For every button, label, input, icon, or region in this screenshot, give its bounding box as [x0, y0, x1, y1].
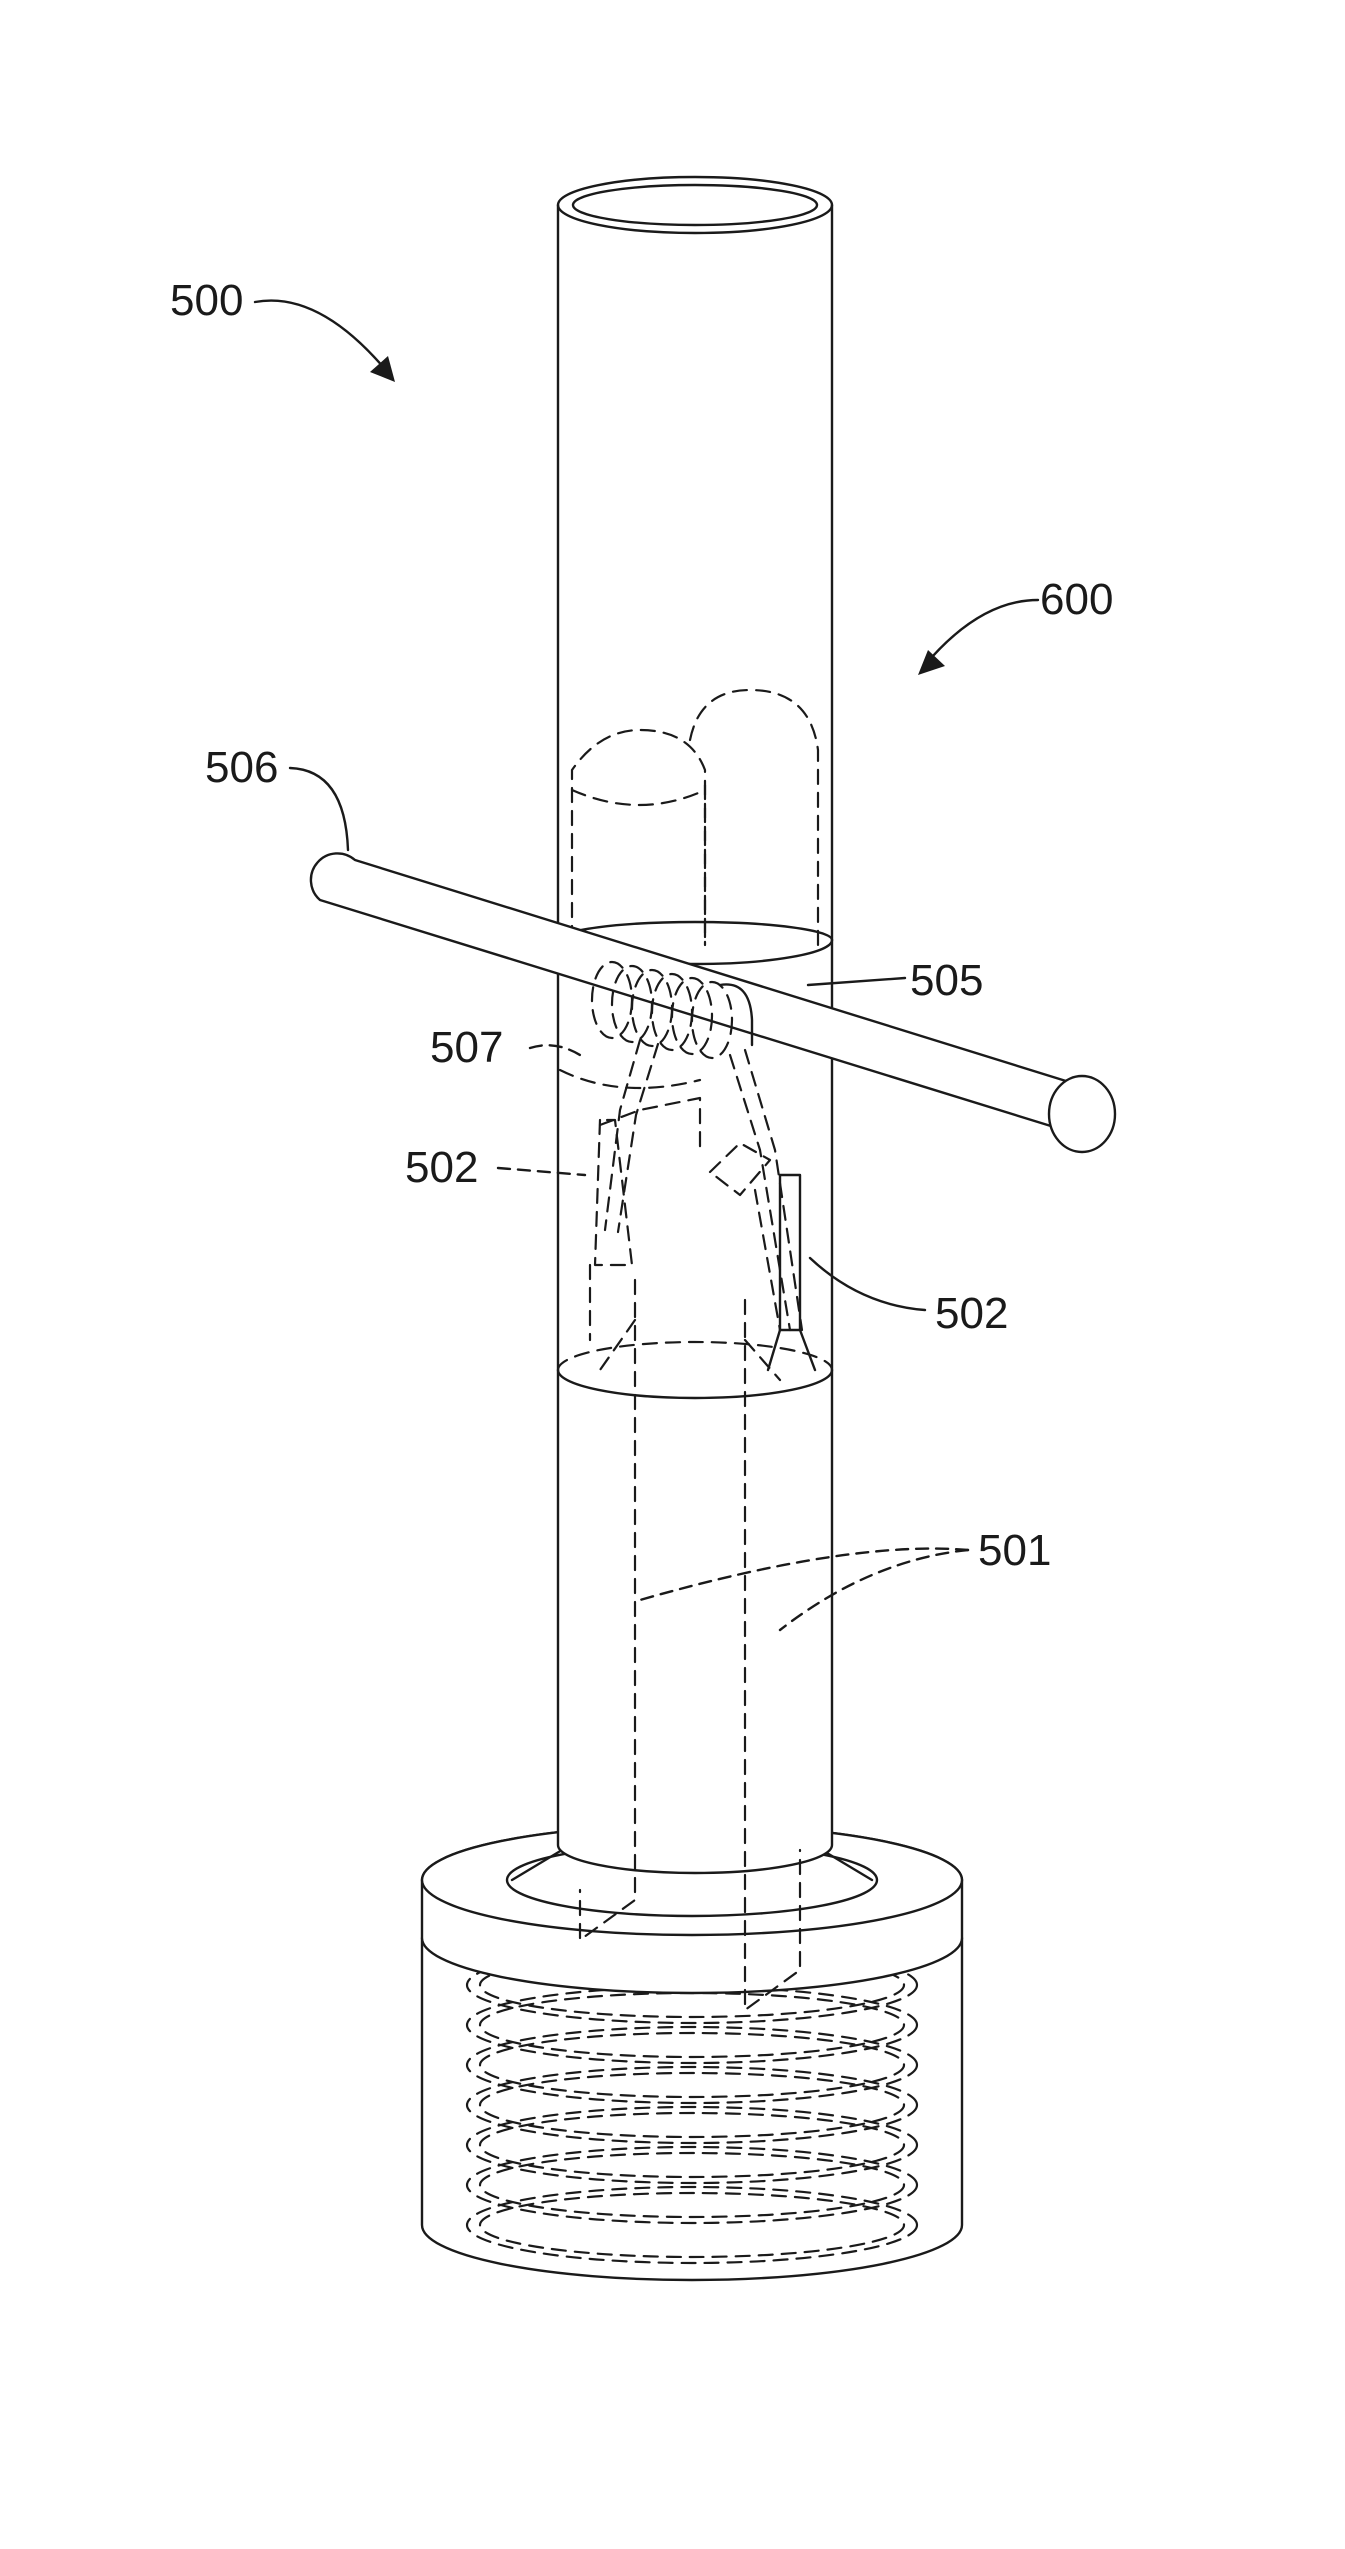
leader-506	[290, 768, 348, 850]
label-502-right: 502	[935, 1289, 1008, 1338]
leader-500	[255, 301, 390, 375]
arrow-500-icon	[370, 356, 395, 382]
label-501: 501	[978, 1526, 1051, 1575]
label-500: 500	[170, 276, 243, 325]
label-506: 506	[205, 743, 278, 792]
arrow-600-icon	[918, 650, 945, 675]
label-502-left: 502	[405, 1143, 478, 1192]
label-507: 507	[430, 1023, 503, 1072]
label-505: 505	[910, 956, 983, 1005]
leader-600	[925, 600, 1038, 665]
label-600: 600	[1040, 575, 1113, 624]
